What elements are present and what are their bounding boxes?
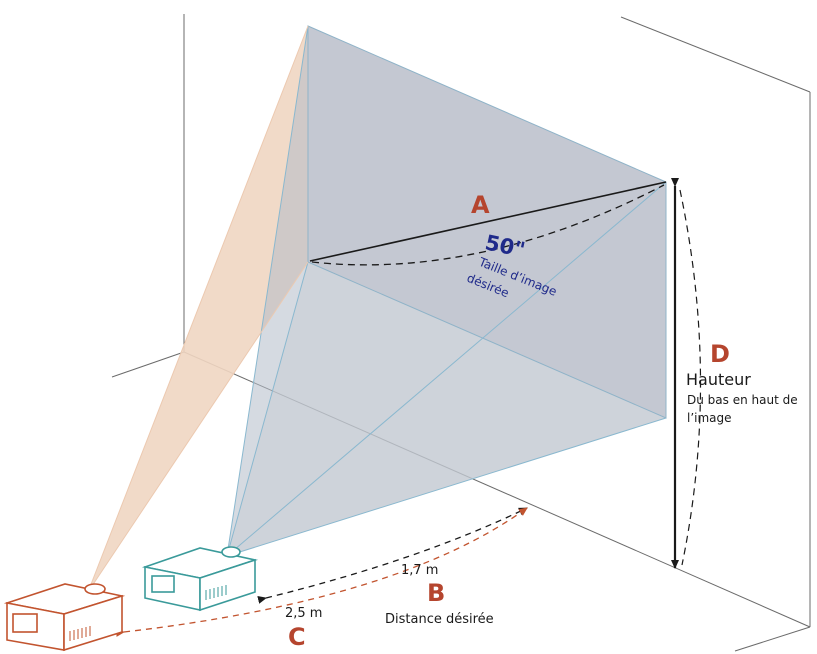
height-title: Hauteur bbox=[686, 370, 751, 389]
near-beam-lower bbox=[227, 262, 666, 556]
height-caption-1: Du bas en haut de bbox=[687, 393, 798, 407]
label-b: B bbox=[427, 579, 445, 607]
beam-edges bbox=[226, 25, 667, 557]
right-floor-edge bbox=[734, 626, 811, 652]
floor-left-edge bbox=[111, 351, 185, 378]
screen-diagonal bbox=[309, 181, 667, 262]
label-a: A bbox=[471, 191, 490, 219]
near-projector-icon bbox=[141, 546, 259, 612]
right-wall-top-edge bbox=[620, 16, 811, 93]
label-d: D bbox=[710, 340, 730, 368]
far-projector-icon bbox=[3, 583, 126, 652]
height-dimension-arc bbox=[679, 189, 702, 566]
far-distance-value: 2,5 m bbox=[285, 606, 322, 621]
far-distance-arc bbox=[115, 507, 528, 637]
near-distance-value: 1,7 m bbox=[401, 563, 438, 578]
height-caption-2: l’image bbox=[687, 411, 732, 425]
distance-caption: Distance désirée bbox=[385, 612, 494, 627]
diagonal-dimension-arc bbox=[311, 184, 665, 266]
label-c: C bbox=[288, 623, 306, 651]
